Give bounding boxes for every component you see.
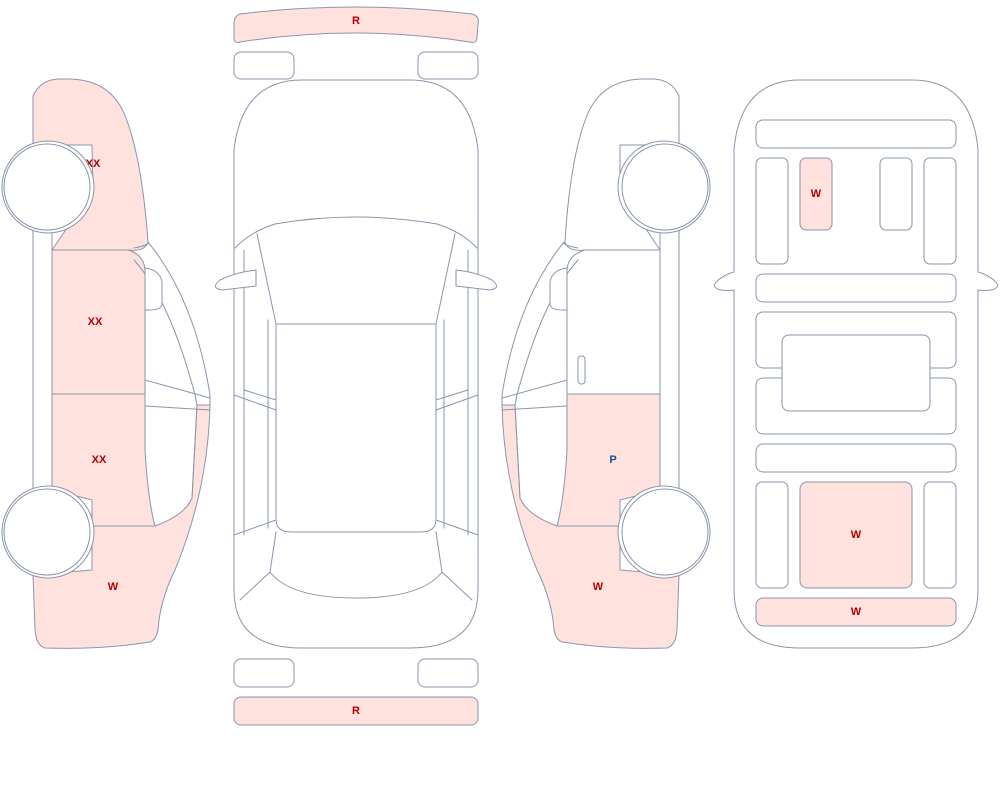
left-front-wheel[interactable] bbox=[3, 143, 91, 231]
right-rear-wheel[interactable] bbox=[621, 488, 709, 576]
right-front-fender[interactable] bbox=[564, 78, 680, 251]
floor-left-front-strip[interactable] bbox=[755, 157, 789, 265]
left-rocker-strip[interactable] bbox=[32, 229, 53, 491]
floor-rear-sill[interactable] bbox=[755, 597, 957, 627]
right-front-door[interactable] bbox=[566, 249, 661, 395]
rear-right-block[interactable] bbox=[417, 658, 479, 688]
floor-trunk-panel-label: W bbox=[851, 529, 862, 541]
left-side-view: XX XX XX W bbox=[1, 78, 211, 649]
floor-view: W W W bbox=[713, 79, 999, 649]
floor-seat-panel[interactable] bbox=[799, 157, 833, 231]
left-mirror[interactable] bbox=[215, 269, 257, 291]
right-rear-quarter-label: W bbox=[593, 581, 604, 593]
left-front-door[interactable] bbox=[51, 249, 146, 395]
front-left-block[interactable] bbox=[233, 51, 295, 80]
front-bumper[interactable] bbox=[233, 6, 479, 43]
floor-trunk-panel[interactable] bbox=[799, 481, 913, 589]
windshield bbox=[234, 216, 478, 249]
right-door-handle[interactable] bbox=[577, 355, 586, 385]
floor-view-body bbox=[713, 79, 999, 649]
top-view-body bbox=[233, 79, 479, 649]
floor-left-rear-strip[interactable] bbox=[755, 481, 789, 589]
floor-rear-cross-panel[interactable] bbox=[755, 443, 957, 473]
left-rear-door-label: XX bbox=[92, 454, 107, 466]
left-side-mirror[interactable] bbox=[144, 267, 163, 311]
left-rear-wheel[interactable] bbox=[3, 488, 91, 576]
left-rear-quarter-label: W bbox=[108, 581, 119, 593]
rear-bumper[interactable] bbox=[233, 696, 479, 726]
floor-dash-panel[interactable] bbox=[755, 119, 957, 149]
floor-right-rear-strip[interactable] bbox=[923, 481, 957, 589]
floor-mid-panel[interactable] bbox=[755, 273, 957, 303]
right-rocker-strip[interactable] bbox=[659, 229, 680, 491]
left-front-door-label: XX bbox=[88, 316, 103, 328]
right-side-view: P W bbox=[501, 78, 711, 649]
floor-right-seat-panel[interactable] bbox=[879, 157, 913, 231]
roof-panel[interactable] bbox=[275, 323, 437, 533]
floor-seat-panel-label: W bbox=[811, 188, 822, 200]
right-front-wheel[interactable] bbox=[621, 143, 709, 231]
right-rear-door-label: P bbox=[609, 454, 616, 466]
right-window-outline bbox=[501, 241, 579, 406]
front-bumper-label: R bbox=[352, 15, 360, 27]
rear-bumper-label: R bbox=[352, 705, 360, 717]
left-window-outline bbox=[133, 241, 211, 406]
floor-center-console[interactable] bbox=[781, 334, 931, 412]
right-side-mirror[interactable] bbox=[549, 267, 568, 311]
front-right-block[interactable] bbox=[417, 51, 479, 80]
rear-window bbox=[269, 531, 443, 599]
floor-rear-sill-label: W bbox=[851, 606, 862, 618]
right-mirror[interactable] bbox=[455, 269, 497, 291]
top-view-car bbox=[215, 79, 497, 649]
rear-left-block[interactable] bbox=[233, 658, 295, 688]
floor-right-front-strip[interactable] bbox=[923, 157, 957, 265]
